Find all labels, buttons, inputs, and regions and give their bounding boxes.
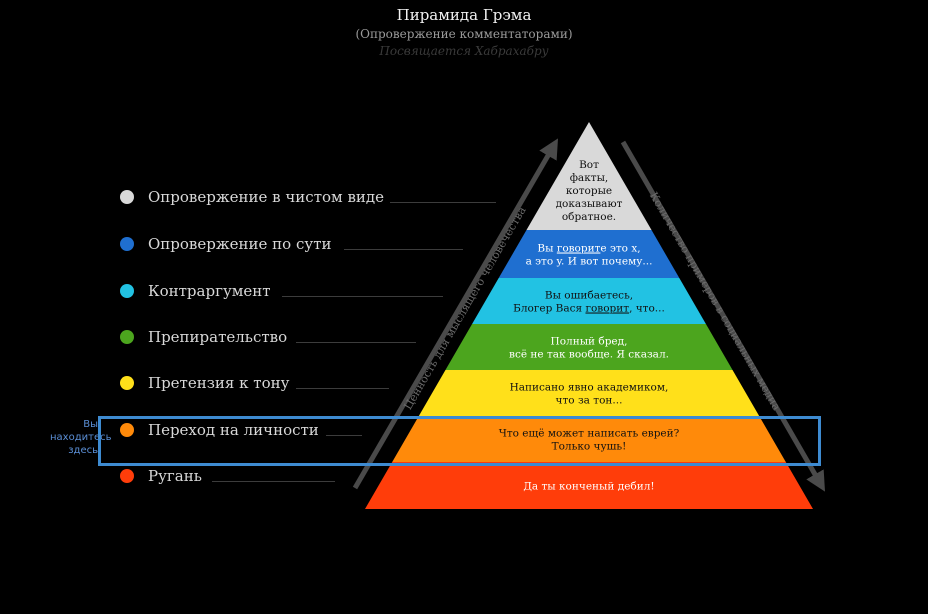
- pyramid-level-text: Вы говорите это x,: [537, 243, 640, 255]
- legend-item: Переход на личности: [120, 420, 319, 440]
- pyramid-level-7: [365, 462, 813, 509]
- you-are-here-label: Вы находитесь здесь: [50, 419, 112, 456]
- legend-dot: [120, 330, 134, 344]
- legend-dot: [120, 284, 134, 298]
- pyramid-level-text: а это y. И вот почему...: [526, 256, 653, 268]
- pyramid-level-2: [498, 230, 680, 278]
- dedication-text: Посвящается Хабрахабру: [379, 44, 549, 58]
- legend-item: Контраргумент: [120, 281, 271, 301]
- legend-connector-line: [212, 481, 335, 482]
- pyramid-level-3: [472, 278, 706, 324]
- legend-label: Опровержение по сути: [148, 235, 332, 253]
- legend-item: Опровержение по сути: [120, 234, 332, 254]
- legend-item: Ругань: [120, 466, 202, 486]
- page-subtitle: (Опровержение комментаторами): [355, 27, 573, 41]
- pyramid-level-text: доказывают: [556, 198, 623, 210]
- legend-label: Переход на личности: [148, 421, 319, 439]
- pyramid-level-text: Да ты конченый дебил!: [523, 481, 654, 493]
- legend-dot: [120, 423, 134, 437]
- legend-dot: [120, 376, 134, 390]
- legend-connector-line: [296, 388, 389, 389]
- pyramid-level-text: Блогер Вася говорит, что...: [513, 303, 665, 315]
- legend-label: Опровержение в чистом виде: [148, 188, 385, 206]
- legend-item: Претензия к тону: [120, 373, 289, 393]
- legend-item: Препирательство: [120, 327, 287, 347]
- pyramid-level-text: Вы ошибаетесь,: [545, 290, 633, 302]
- pyramid-level-text: которые: [566, 185, 612, 197]
- pyramid-level-text: Полный бред,: [551, 336, 628, 348]
- pyramid-level-text: Вот: [579, 159, 599, 171]
- legend-item: Опровержение в чистом виде: [120, 187, 384, 207]
- legend-label: Препирательство: [148, 328, 288, 346]
- legend-dot: [120, 237, 134, 251]
- pyramid-level-text: что за тон...: [556, 395, 623, 407]
- pyramid-level-text: Написано явно академиком,: [510, 382, 669, 394]
- pyramid-level-text: Что ещё может написать еврей?: [499, 428, 680, 440]
- right-arrow: [620, 140, 826, 492]
- legend-connector-line: [344, 249, 463, 250]
- legend-label: Претензия к тону: [148, 374, 290, 392]
- legend-connector-line: [326, 435, 362, 436]
- left-arrow: [352, 138, 559, 490]
- underlined-word: говорит: [585, 303, 629, 315]
- pyramid-level-text: факты,: [570, 172, 609, 184]
- legend-connector-line: [390, 202, 496, 203]
- current-level-highlight: [98, 416, 821, 466]
- underlined-word: говорит: [557, 243, 601, 255]
- legend-label: Ругань: [148, 467, 202, 485]
- legend-connector-line: [282, 296, 443, 297]
- legend-label: Контраргумент: [148, 282, 271, 300]
- pyramid-level-4: [445, 324, 733, 370]
- legend-dot: [120, 190, 134, 204]
- legend-connector-line: [296, 342, 416, 343]
- pyramid-level-text: Только чушь!: [552, 441, 627, 453]
- pyramid-level-5: [418, 370, 760, 416]
- pyramid-level-text: обратное.: [562, 211, 616, 223]
- page-title: Пирамида Грэма: [396, 6, 532, 24]
- pyramid-level-text: всё не так вообще. Я сказал.: [509, 349, 669, 361]
- pyramid-level-1: [526, 122, 652, 230]
- legend-dot: [120, 469, 134, 483]
- pyramid-level-6: [392, 416, 786, 462]
